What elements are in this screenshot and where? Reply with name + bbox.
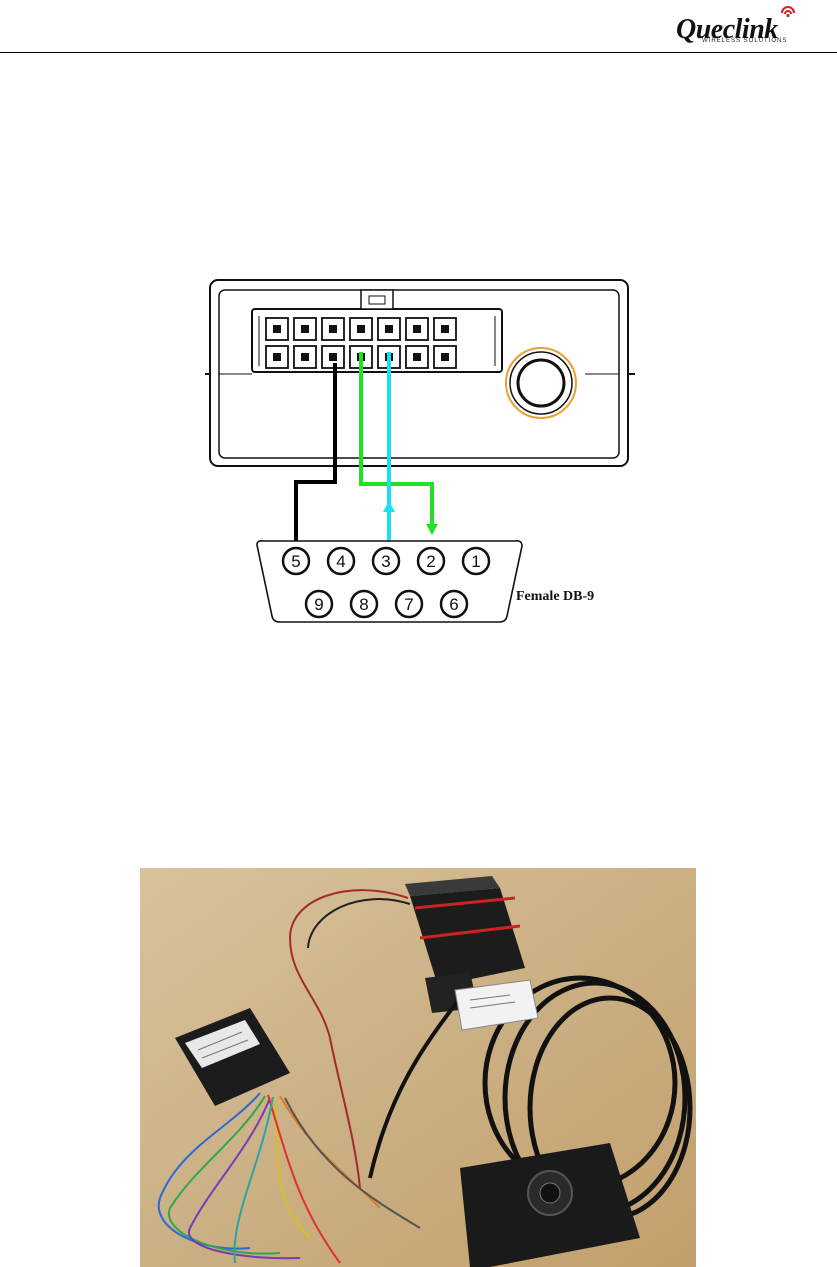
tx-arrowhead — [426, 524, 438, 535]
db9-pin-label: 8 — [359, 595, 368, 614]
db9-pin-1: 1 — [463, 548, 489, 574]
connector-pin — [266, 346, 288, 368]
connector-pin — [406, 346, 428, 368]
db9-pin-8: 8 — [351, 591, 377, 617]
connector-pin — [406, 318, 428, 340]
db9-pin-label: 7 — [404, 595, 413, 614]
db9-pin-label: 6 — [449, 595, 458, 614]
db9-pin-4: 4 — [328, 548, 354, 574]
connector-pin — [434, 346, 456, 368]
db9-pin-6: 6 — [441, 591, 467, 617]
wiring-diagram: 5 4 3 2 1 9 8 7 6 — [195, 270, 640, 630]
db9-pin-label: 2 — [426, 552, 435, 571]
db9-pin-label: 5 — [291, 552, 300, 571]
rx-arrowhead — [383, 501, 395, 512]
header-divider — [0, 52, 837, 53]
queclink-logo: Queclink WIRELESS SOLUTIONS — [676, 4, 826, 48]
connector-pin — [294, 346, 316, 368]
db9-pin-label: 3 — [381, 552, 390, 571]
connector-pin — [294, 318, 316, 340]
db9-pin-5: 5 — [283, 548, 309, 574]
db9-pin-label: 1 — [471, 552, 480, 571]
logo-tagline: WIRELESS SOLUTIONS — [702, 38, 787, 44]
db9-pin-9: 9 — [306, 591, 332, 617]
connector-pin — [322, 318, 344, 340]
db9-pin-label: 4 — [336, 552, 345, 571]
connector-pin — [350, 318, 372, 340]
db9-pin-2: 2 — [418, 548, 444, 574]
db9-pin-3: 3 — [373, 548, 399, 574]
connector-pin — [378, 318, 400, 340]
hardware-photo — [140, 868, 696, 1267]
power-button — [506, 348, 576, 418]
wireless-signal-icon — [779, 4, 797, 18]
db9-connector-label: Female DB-9 — [516, 589, 594, 605]
connector-pin — [266, 318, 288, 340]
db9-pin-label: 9 — [314, 595, 323, 614]
db9-pin-7: 7 — [396, 591, 422, 617]
connector-pin — [434, 318, 456, 340]
